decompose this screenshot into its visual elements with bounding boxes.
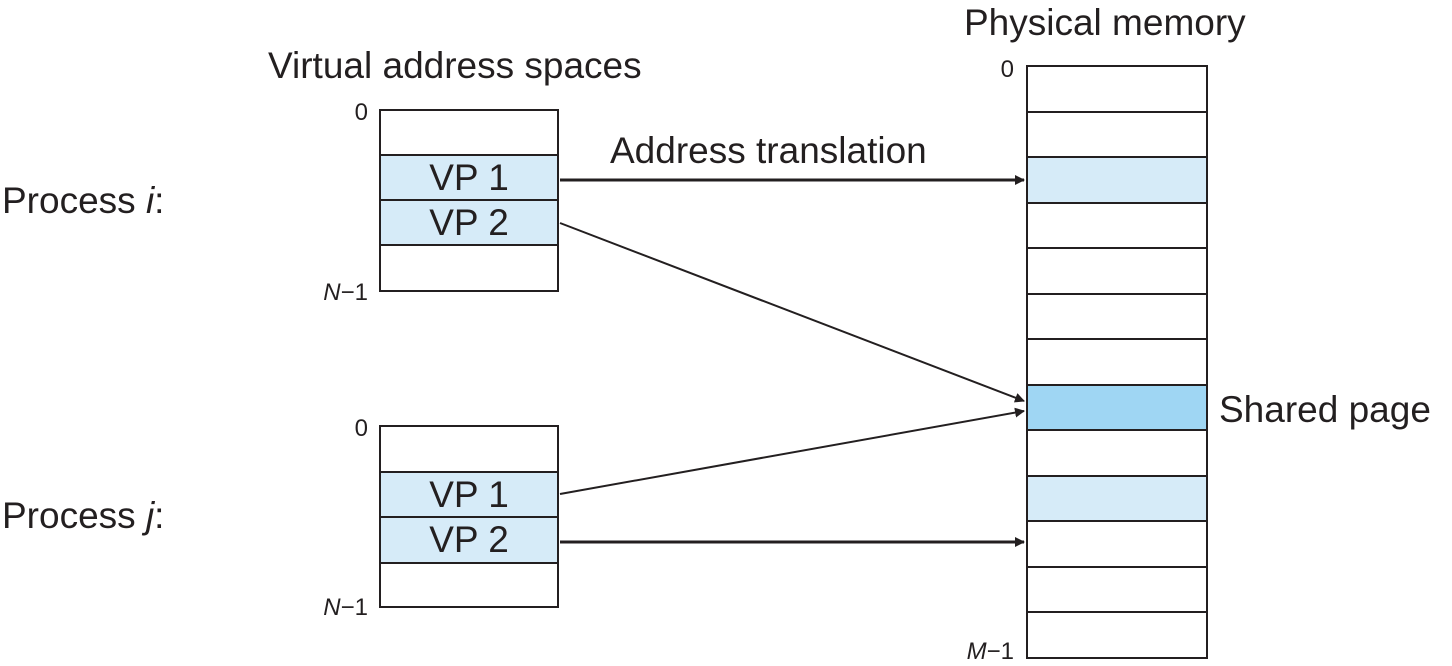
physical-page <box>1026 611 1208 659</box>
virtual-page-vp2: VP 2 <box>379 516 559 564</box>
address-variable: M <box>966 638 987 665</box>
process-i-bottom-address: N−1 <box>300 281 368 305</box>
virtual-page-label: VP 1 <box>429 473 509 515</box>
process-variable: j <box>145 495 155 536</box>
arrow-process-i-vp2 <box>559 222 1025 403</box>
physical-page <box>1026 111 1208 158</box>
virtual-page <box>379 109 559 156</box>
physical-page <box>1026 338 1208 386</box>
virtual-page <box>379 562 559 608</box>
address-translation-label: Address translation <box>610 130 927 171</box>
process-label-suffix: : <box>154 180 165 221</box>
process-j-bottom-address: N−1 <box>300 596 368 620</box>
virtual-page-label: VP 1 <box>429 156 509 198</box>
process-i-top-address: 0 <box>354 99 368 126</box>
process-label-prefix: Process <box>2 180 146 221</box>
address-suffix: −1 <box>986 638 1014 665</box>
virtual-page-vp1: VP 1 <box>379 471 559 518</box>
virtual-page <box>379 244 559 292</box>
process-variable: i <box>145 180 155 221</box>
virtual-page-label: VP 2 <box>429 201 509 243</box>
physical-bottom-address: M−1 <box>940 640 1014 664</box>
virtual-page-label: VP 2 <box>429 519 509 560</box>
process-j-label: Process j: <box>2 497 164 534</box>
shared-page-label: Shared page <box>1219 389 1431 430</box>
process-label-prefix: Process <box>2 495 146 536</box>
process-j-top-address: 0 <box>354 415 368 442</box>
physical-page <box>1026 520 1208 568</box>
physical-top-address: 0 <box>1000 56 1014 83</box>
virtual-address-spaces-heading: Virtual address spaces <box>268 45 642 86</box>
physical-memory-heading: Physical memory <box>964 2 1246 43</box>
physical-page <box>1026 202 1208 249</box>
address-variable: N <box>323 594 341 621</box>
physical-page <box>1026 293 1208 340</box>
address-suffix: −1 <box>340 594 368 621</box>
arrow-process-j-vp1 <box>559 407 1025 495</box>
process-label-suffix: : <box>154 495 165 536</box>
virtual-page-vp2: VP 2 <box>379 199 559 246</box>
process-i-label: Process i: <box>2 182 164 219</box>
address-variable: N <box>323 279 341 306</box>
address-suffix: −1 <box>340 279 368 306</box>
